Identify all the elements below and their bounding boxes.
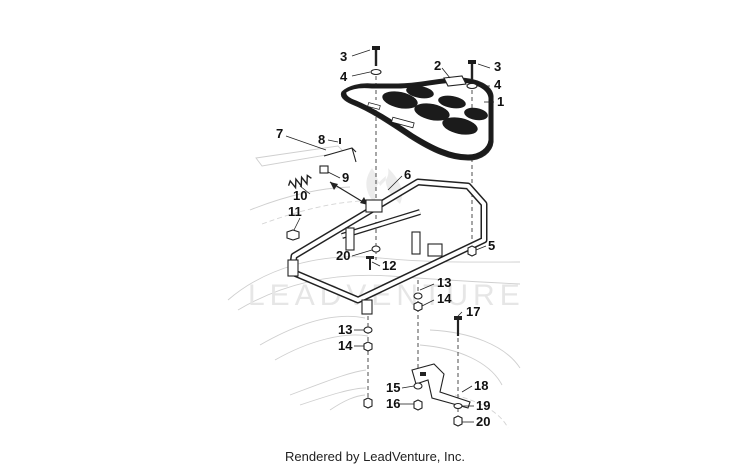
callout-20-bottom: 20 bbox=[476, 414, 490, 429]
callout-3-left: 3 bbox=[340, 49, 347, 64]
bolt-left-top bbox=[370, 46, 382, 100]
callout-2: 2 bbox=[434, 58, 441, 73]
callout-18: 18 bbox=[474, 378, 488, 393]
callout-10: 10 bbox=[293, 188, 307, 203]
rack-top-plate bbox=[340, 77, 494, 161]
callout-14-left: 14 bbox=[338, 338, 353, 353]
bolt-right-top bbox=[466, 60, 478, 110]
washer-20-top bbox=[371, 245, 381, 253]
callout-11: 11 bbox=[288, 204, 302, 219]
leader-lines bbox=[285, 49, 494, 423]
bolt-12 bbox=[366, 256, 374, 270]
callout-14-right: 14 bbox=[437, 291, 452, 306]
stack-right bbox=[413, 292, 423, 312]
callout-labels: 3 4 2 3 4 1 7 8 9 6 10 11 5 20 12 13 14 … bbox=[276, 49, 504, 429]
bolt-17 bbox=[454, 316, 462, 412]
callout-19: 19 bbox=[476, 398, 490, 413]
callout-4-left: 4 bbox=[340, 69, 348, 84]
vehicle-body-outline bbox=[227, 186, 521, 429]
nut-20-bottom bbox=[453, 415, 463, 427]
bracket-18 bbox=[411, 363, 471, 409]
stack-left bbox=[363, 326, 373, 409]
callout-9: 9 bbox=[342, 170, 349, 185]
callout-4-right: 4 bbox=[494, 77, 502, 92]
callout-20-top: 20 bbox=[336, 248, 350, 263]
callout-17: 17 bbox=[466, 304, 480, 319]
callout-7: 7 bbox=[276, 126, 283, 141]
callout-13-left: 13 bbox=[338, 322, 352, 337]
callout-15: 15 bbox=[386, 380, 400, 395]
callout-12: 12 bbox=[382, 258, 396, 273]
footer-credit: Rendered by LeadVenture, Inc. bbox=[285, 449, 465, 464]
callout-13-right: 13 bbox=[437, 275, 451, 290]
callout-6: 6 bbox=[404, 167, 411, 182]
callout-8: 8 bbox=[318, 132, 325, 147]
callout-1: 1 bbox=[497, 94, 504, 109]
nut-5 bbox=[467, 245, 477, 257]
callout-3-right: 3 bbox=[494, 59, 501, 74]
spring bbox=[287, 165, 329, 190]
latch-bracket bbox=[255, 138, 357, 167]
callout-5: 5 bbox=[488, 238, 495, 253]
washer-15 bbox=[413, 382, 423, 390]
rack-frame bbox=[287, 178, 488, 315]
nut-11 bbox=[286, 229, 300, 241]
decal bbox=[443, 75, 467, 87]
washer-19 bbox=[453, 402, 463, 410]
nut-16 bbox=[413, 399, 423, 411]
callout-16: 16 bbox=[386, 396, 400, 411]
